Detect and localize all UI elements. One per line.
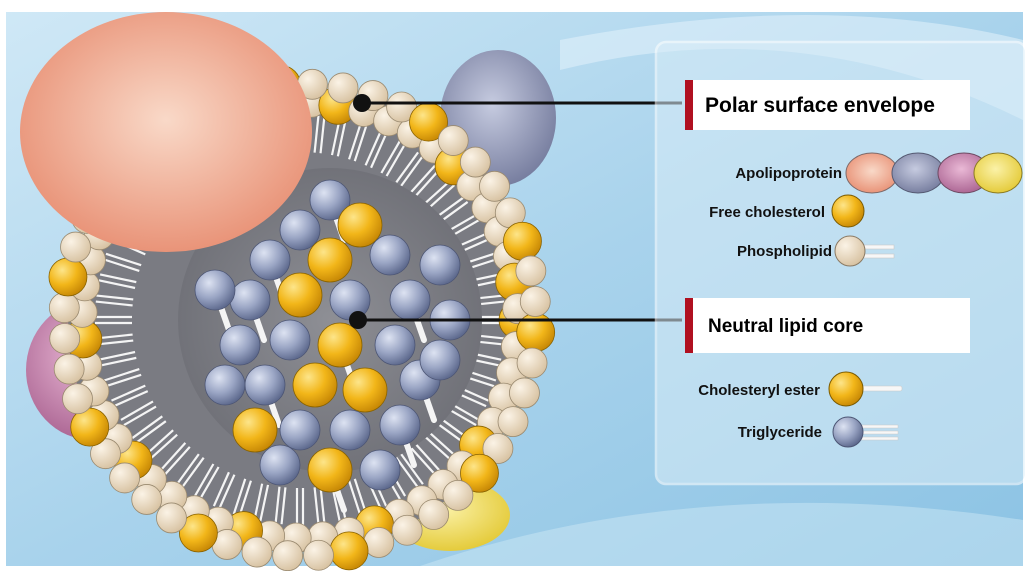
apolipoprotein-label: Apolipoprotein — [735, 165, 842, 182]
core-header-accent — [685, 298, 693, 353]
core-header-text: Neutral lipid core — [708, 316, 863, 337]
polar-header-accent — [685, 80, 693, 130]
polar-header-text: Polar surface envelope — [705, 94, 935, 117]
phospholipid-label: Phospholipid — [737, 243, 832, 260]
apolipoprotein-legend-icon — [846, 153, 1022, 193]
free-cholesterol-icon — [832, 195, 864, 227]
cholesteryl-ester-label: Cholesteryl ester — [698, 382, 820, 399]
core-pointer-dot — [349, 311, 367, 329]
polar-pointer-dot — [353, 94, 371, 112]
apolipoprotein-orange — [20, 12, 312, 252]
free-cholesterol-label: Free cholesterol — [709, 204, 825, 221]
legend-panel: Polar surface envelope Apolipoprotein Fr… — [656, 42, 1026, 484]
triglyceride-label: Triglyceride — [738, 424, 822, 441]
